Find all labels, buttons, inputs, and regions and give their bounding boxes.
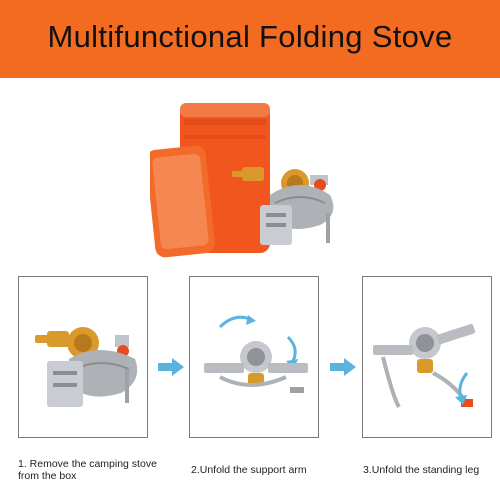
step-1-caption-line1: 1. Remove the camping stove (18, 458, 157, 470)
stove-packed-icon (35, 327, 138, 407)
arrow-right-icon (158, 358, 184, 376)
step-1-caption: 1. Remove the camping stove from the box (18, 458, 157, 482)
stove-arms-unfolded-icon (204, 315, 308, 393)
step-3-panel (362, 276, 492, 438)
banner-title: Multifunctional Folding Stove (47, 19, 453, 54)
step-1-panel (18, 276, 148, 438)
step-2-panel (189, 276, 319, 438)
hero-product-image (146, 95, 370, 265)
step-1-caption-line2: from the box (18, 470, 77, 482)
step-3-caption: 3.Unfold the standing leg (363, 464, 480, 476)
title-banner: Multifunctional Folding Stove (0, 0, 500, 78)
stove-box-illustration (146, 103, 334, 258)
step-2-caption: 2.Unfold the support arm (191, 464, 307, 476)
stove-legs-unfolded-icon (373, 323, 476, 409)
arrow-right-icon (330, 358, 356, 376)
